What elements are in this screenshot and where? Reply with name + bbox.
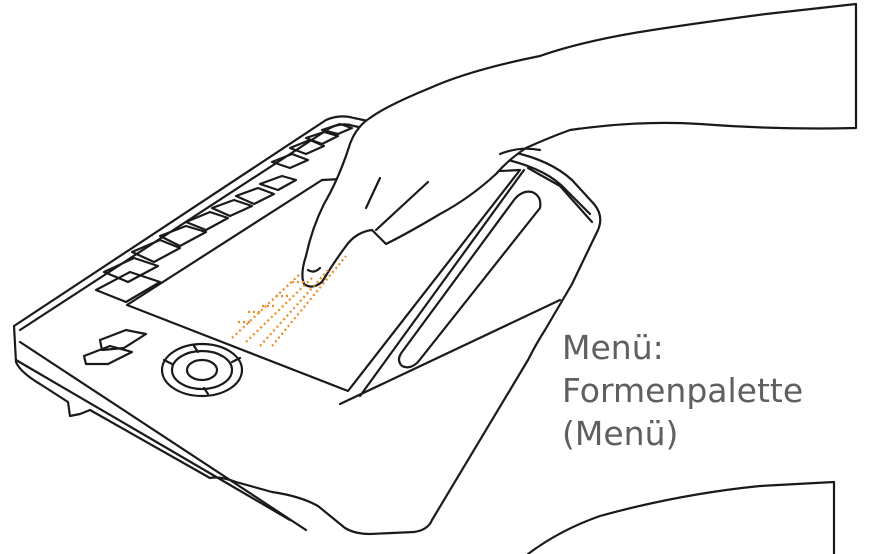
hand — [302, 4, 856, 287]
caption: Menü: Formenpalette (Menü) — [562, 326, 803, 455]
caption-line-menu-paren: (Menü) — [562, 412, 803, 455]
navigation-ring-icon — [162, 344, 242, 396]
caption-line-shape-palette: Formenpalette — [562, 369, 803, 412]
caption-line-menu: Menü: — [562, 326, 803, 369]
hand-bottom — [528, 482, 834, 554]
